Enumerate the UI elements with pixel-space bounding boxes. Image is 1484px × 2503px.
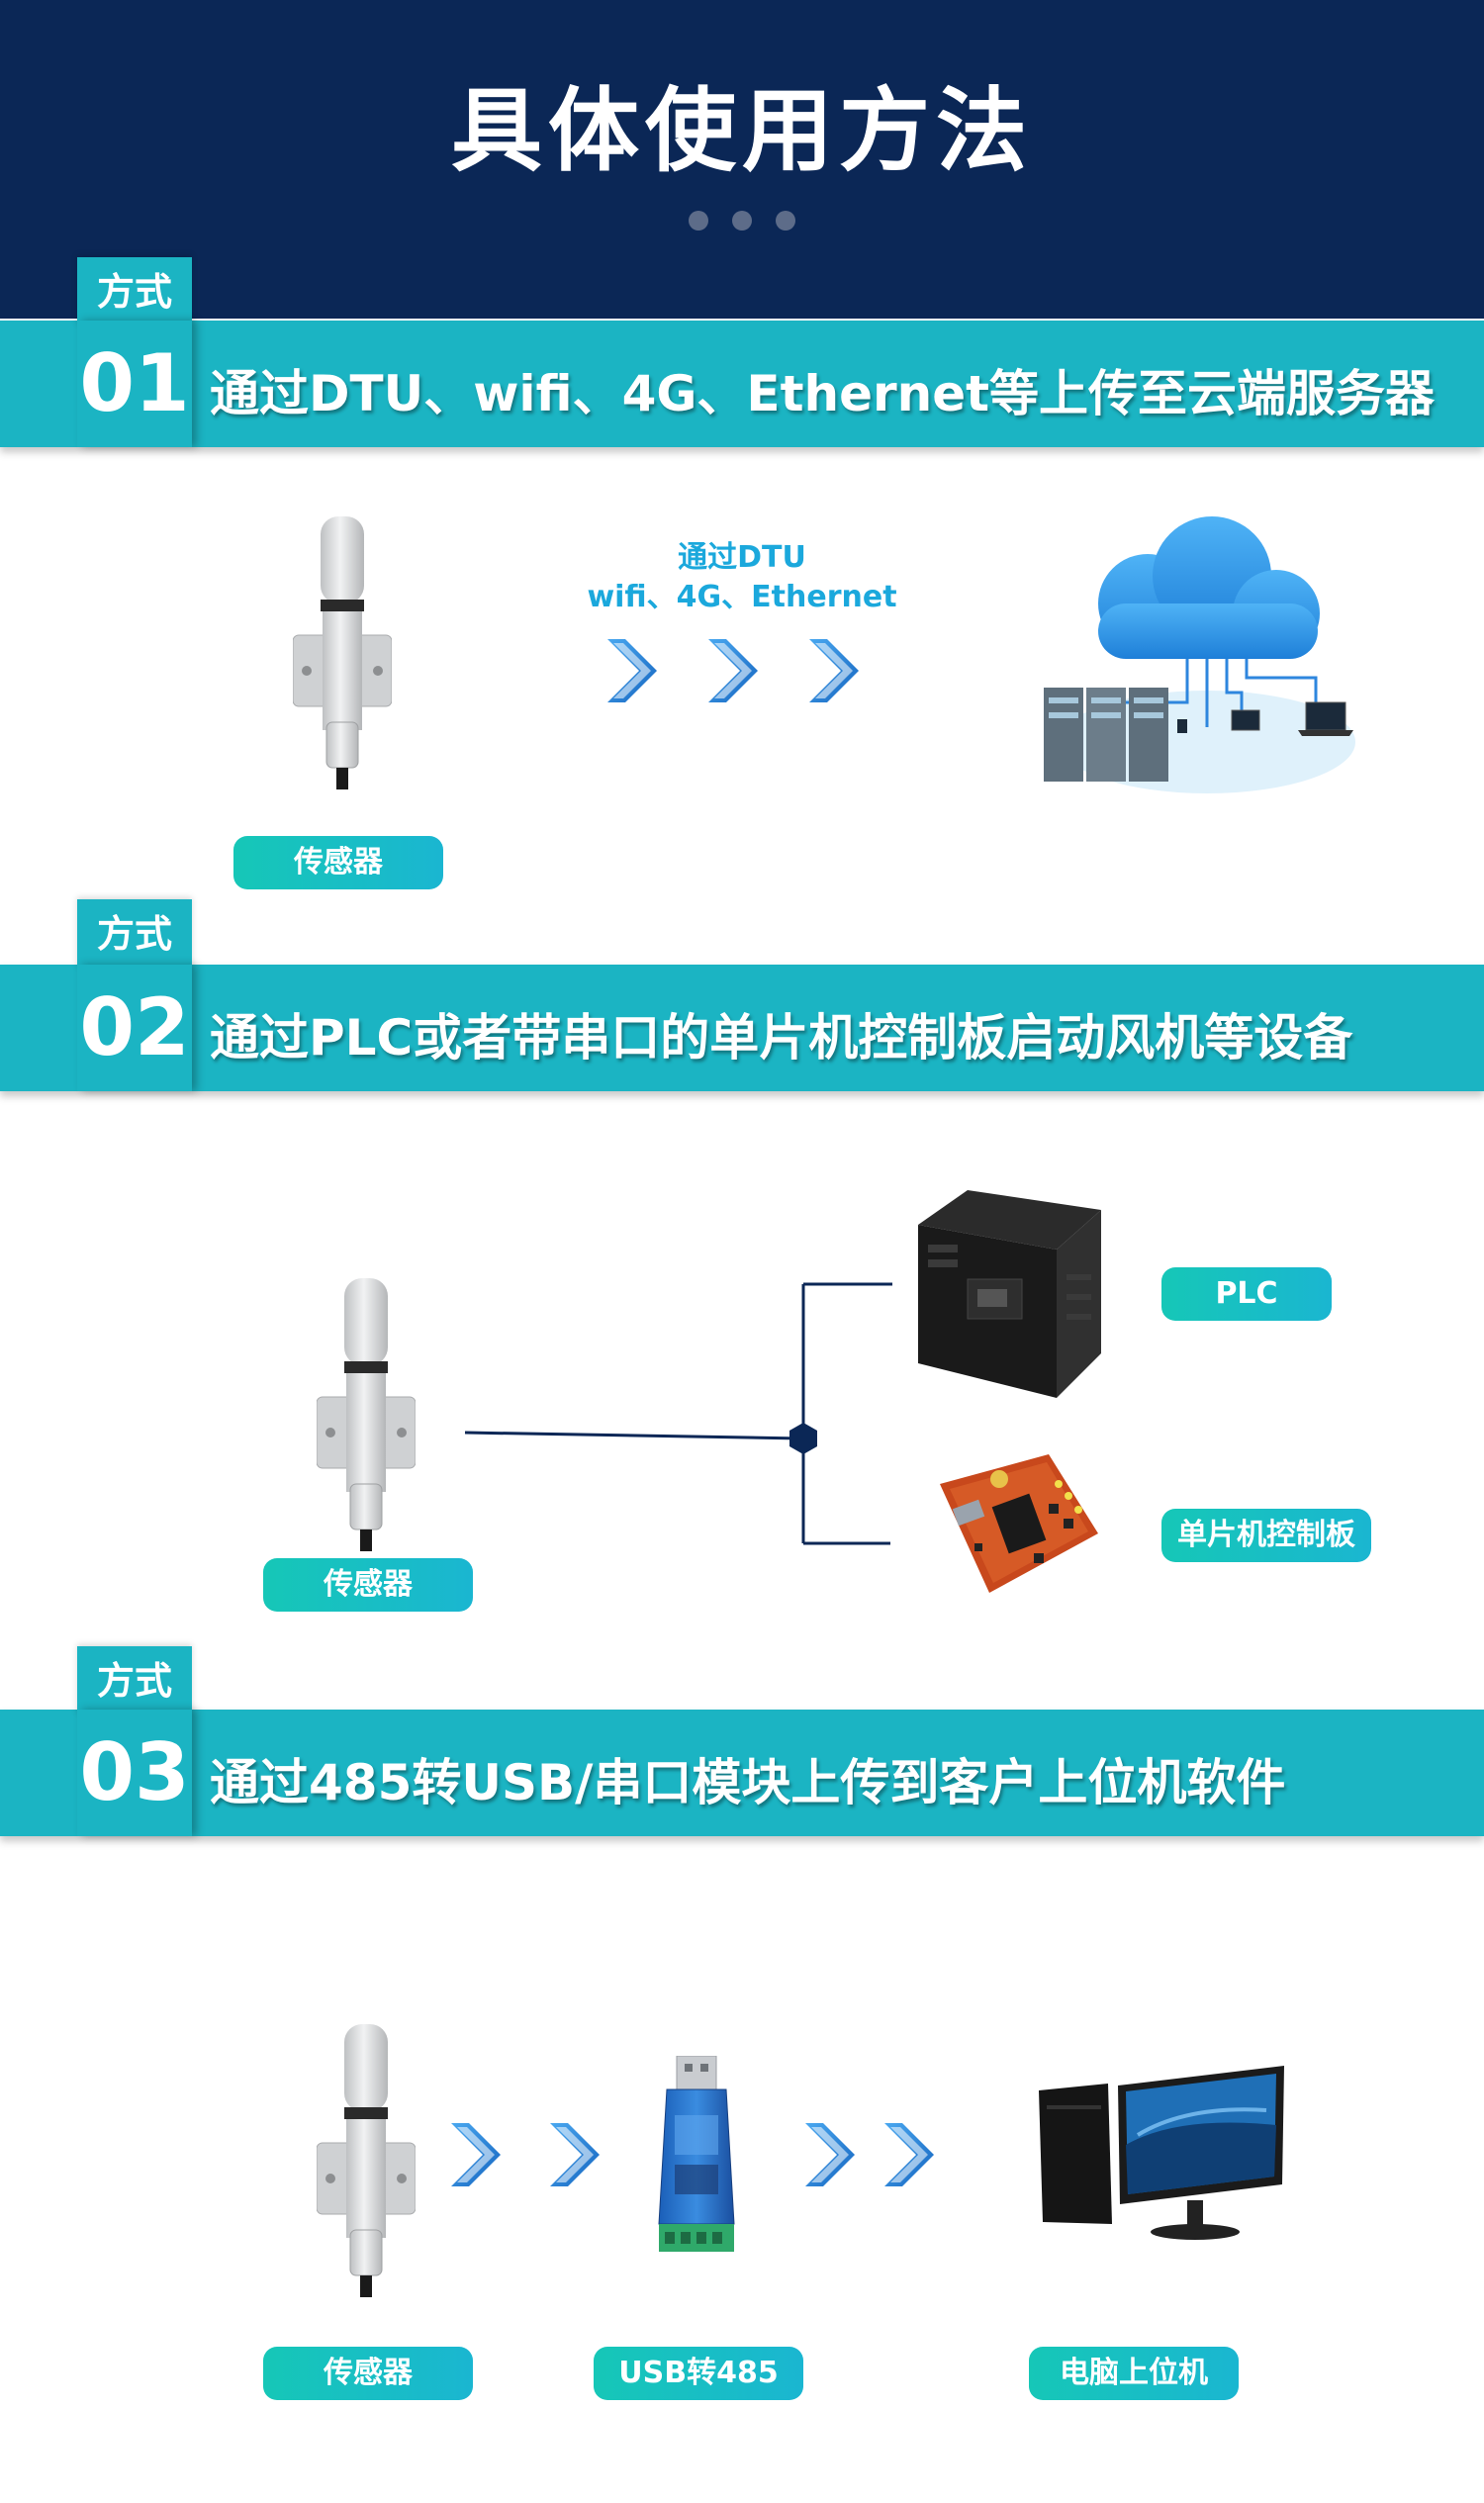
section-1-tab-label: 方式 [77,257,192,326]
section-1-title: 通过DTU、wifi、4G、Ethernet等上传至云端服务器 [210,365,1436,422]
chevron-right-icon [550,2123,600,2186]
section-2-sensor-label: 传感器 [263,1558,473,1612]
section-2-number: 02 [77,965,192,1091]
chevron-right-icon [884,2123,934,2186]
section-3-band [0,1710,1484,1836]
mcu-board-icon [940,1454,1098,1593]
cloud-server-icon [1044,516,1355,793]
plc-device-icon [918,1190,1101,1398]
desktop-computer-icon [1039,2066,1284,2240]
connection-lines [464,1282,892,1545]
section-3-number: 03 [77,1710,192,1836]
section-3-sensor-label: 传感器 [263,2347,473,2400]
chevron-right-icon [708,639,758,702]
section-3-usb-label: USB转485 [594,2347,803,2400]
section-3-title: 通过485转USB/串口模块上传到客户上位机软件 [210,1754,1286,1811]
section-2-title: 通过PLC或者带串口的单片机控制板启动风机等设备 [210,1009,1353,1066]
usb-485-converter-icon [658,2056,735,2252]
sensor-icon [293,516,392,790]
pager-dot [776,211,795,231]
pager-dot [689,211,708,231]
sensor-icon [317,1278,416,1552]
section-2-band [0,965,1484,1091]
section-3-pc-label: 电脑上位机 [1029,2347,1239,2400]
chevron-right-icon [451,2123,501,2186]
section-1-band [0,321,1484,447]
section-1-sensor-label: 传感器 [233,836,443,889]
pager-dot [732,211,752,231]
top-header [0,0,1484,319]
chevron-right-icon [607,639,657,702]
section-2-tab-label: 方式 [77,899,192,969]
page-title: 具体使用方法 [450,78,1033,184]
section-2-mcu-label: 单片机控制板 [1161,1509,1371,1562]
chevron-right-icon [809,639,859,702]
sensor-icon [317,2024,416,2298]
chevron-right-icon [805,2123,855,2186]
section-1-number: 01 [77,321,192,447]
section-2-plc-label: PLC [1161,1267,1332,1321]
section-1-caption-line1: 通过DTU [678,540,806,575]
section-1-caption-line2: wifi、4G、Ethernet [587,580,897,614]
section-3-tab-label: 方式 [77,1646,192,1715]
